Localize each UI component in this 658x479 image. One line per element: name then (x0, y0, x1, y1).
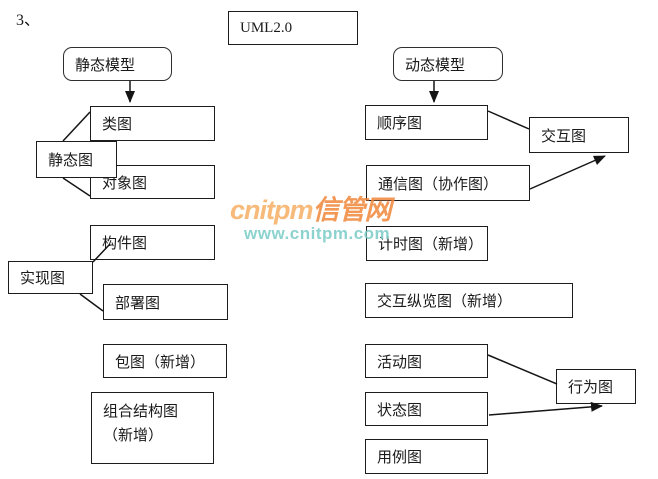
arrow-communication-to-interaction-group (529, 155, 606, 190)
connector-static-group-to-object (62, 177, 91, 197)
node-timing-diagram: 计时图（新增） (366, 226, 488, 261)
node-composite-structure-diagram-label: 组合结构图 (103, 404, 179, 420)
node-uml-root: UML2.0 (228, 11, 358, 45)
node-state-diagram: 状态图 (365, 392, 488, 426)
node-static-diagram-group: 静态图 (36, 141, 117, 178)
node-package-diagram: 包图（新增） (103, 344, 227, 378)
node-class-diagram-label: 类图 (102, 117, 133, 133)
node-object-diagram-label: 对象图 (102, 175, 148, 192)
node-timing-diagram-label: 计时图（新增） (378, 237, 484, 253)
node-sequence-diagram-label: 顺序图 (377, 116, 423, 132)
node-static-diagram-group-label: 静态图 (48, 153, 94, 169)
node-composite-structure-diagram: 组合结构图 （新增） (91, 392, 214, 464)
node-static-model: 静态模型 (63, 47, 172, 81)
node-composite-structure-diagram-label2: （新增） (103, 428, 164, 444)
list-numbering: 3、 (16, 12, 41, 29)
node-activity-diagram: 活动图 (365, 344, 488, 378)
node-communication-diagram: 通信图（协作图） (366, 165, 530, 201)
node-class-diagram: 类图 (90, 106, 215, 141)
node-sequence-diagram: 顺序图 (365, 105, 488, 140)
connector-sequence-to-interaction-group (487, 110, 530, 130)
node-package-diagram-label: 包图（新增） (115, 354, 206, 371)
node-component-diagram: 构件图 (90, 225, 215, 260)
node-interaction-overview-diagram-label: 交互纵览图（新增） (377, 294, 513, 310)
node-behavior-diagram-group: 行为图 (556, 369, 636, 404)
node-activity-diagram-label: 活动图 (377, 354, 423, 371)
node-use-case-diagram-label: 用例图 (377, 450, 423, 466)
node-interaction-overview-diagram: 交互纵览图（新增） (365, 283, 573, 318)
node-component-diagram-label: 构件图 (102, 236, 148, 252)
connector-static-group-to-class (62, 111, 91, 142)
node-static-model-label: 静态模型 (75, 57, 136, 74)
node-interaction-diagram-group: 交互图 (529, 117, 629, 153)
node-communication-diagram-label: 通信图（协作图） (378, 176, 499, 193)
node-object-diagram: 对象图 (90, 165, 215, 199)
node-deployment-diagram-label: 部署图 (115, 295, 161, 312)
node-deployment-diagram: 部署图 (103, 284, 228, 320)
arrow-state-to-behavior-group (488, 401, 603, 416)
node-use-case-diagram: 用例图 (365, 439, 488, 474)
connector-activity-to-behavior-group (487, 354, 558, 385)
watermark-brand-latin: cnitpm (230, 195, 314, 225)
node-dynamic-model: 动态模型 (393, 47, 503, 81)
node-dynamic-model-label: 动态模型 (405, 57, 466, 74)
connector-impl-group-to-deployment (79, 293, 104, 312)
node-uml-root-label: UML2.0 (240, 19, 293, 36)
node-behavior-diagram-group-label: 行为图 (568, 380, 614, 396)
node-implementation-diagram-group-label: 实现图 (20, 271, 66, 287)
node-state-diagram-label: 状态图 (377, 402, 423, 419)
node-implementation-diagram-group: 实现图 (8, 261, 93, 294)
node-interaction-diagram-group-label: 交互图 (541, 128, 587, 145)
